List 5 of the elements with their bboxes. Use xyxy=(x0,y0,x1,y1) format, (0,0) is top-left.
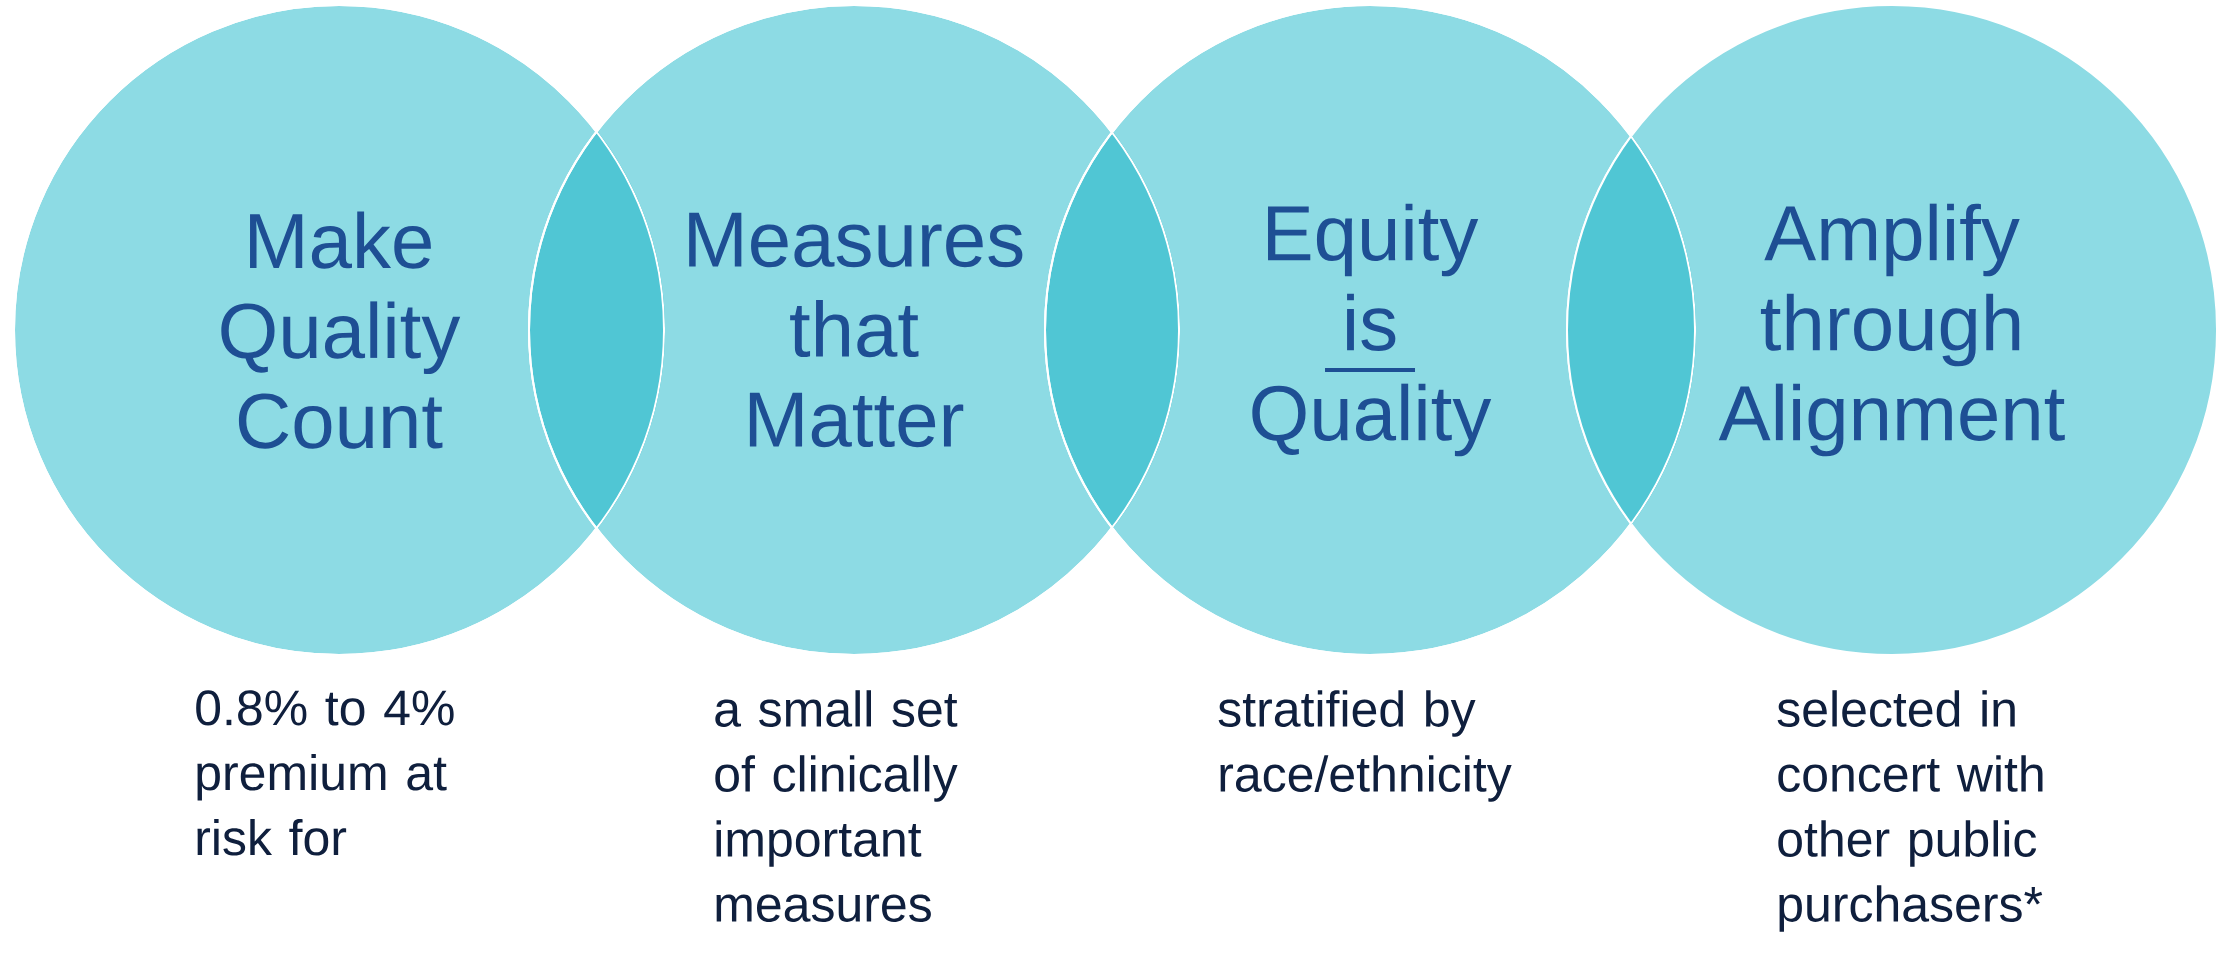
description-label: 0.8% to 4% premium at risk for xyxy=(196,690,454,856)
node-label: Amplify through Alignment xyxy=(1718,203,2065,457)
description-label: a small set of clinically important measures xyxy=(715,690,958,922)
description-label: selected in concert with other public purchasers* xyxy=(1777,690,2043,932)
description-label: stratified by race/ethnicity xyxy=(1218,690,1512,802)
